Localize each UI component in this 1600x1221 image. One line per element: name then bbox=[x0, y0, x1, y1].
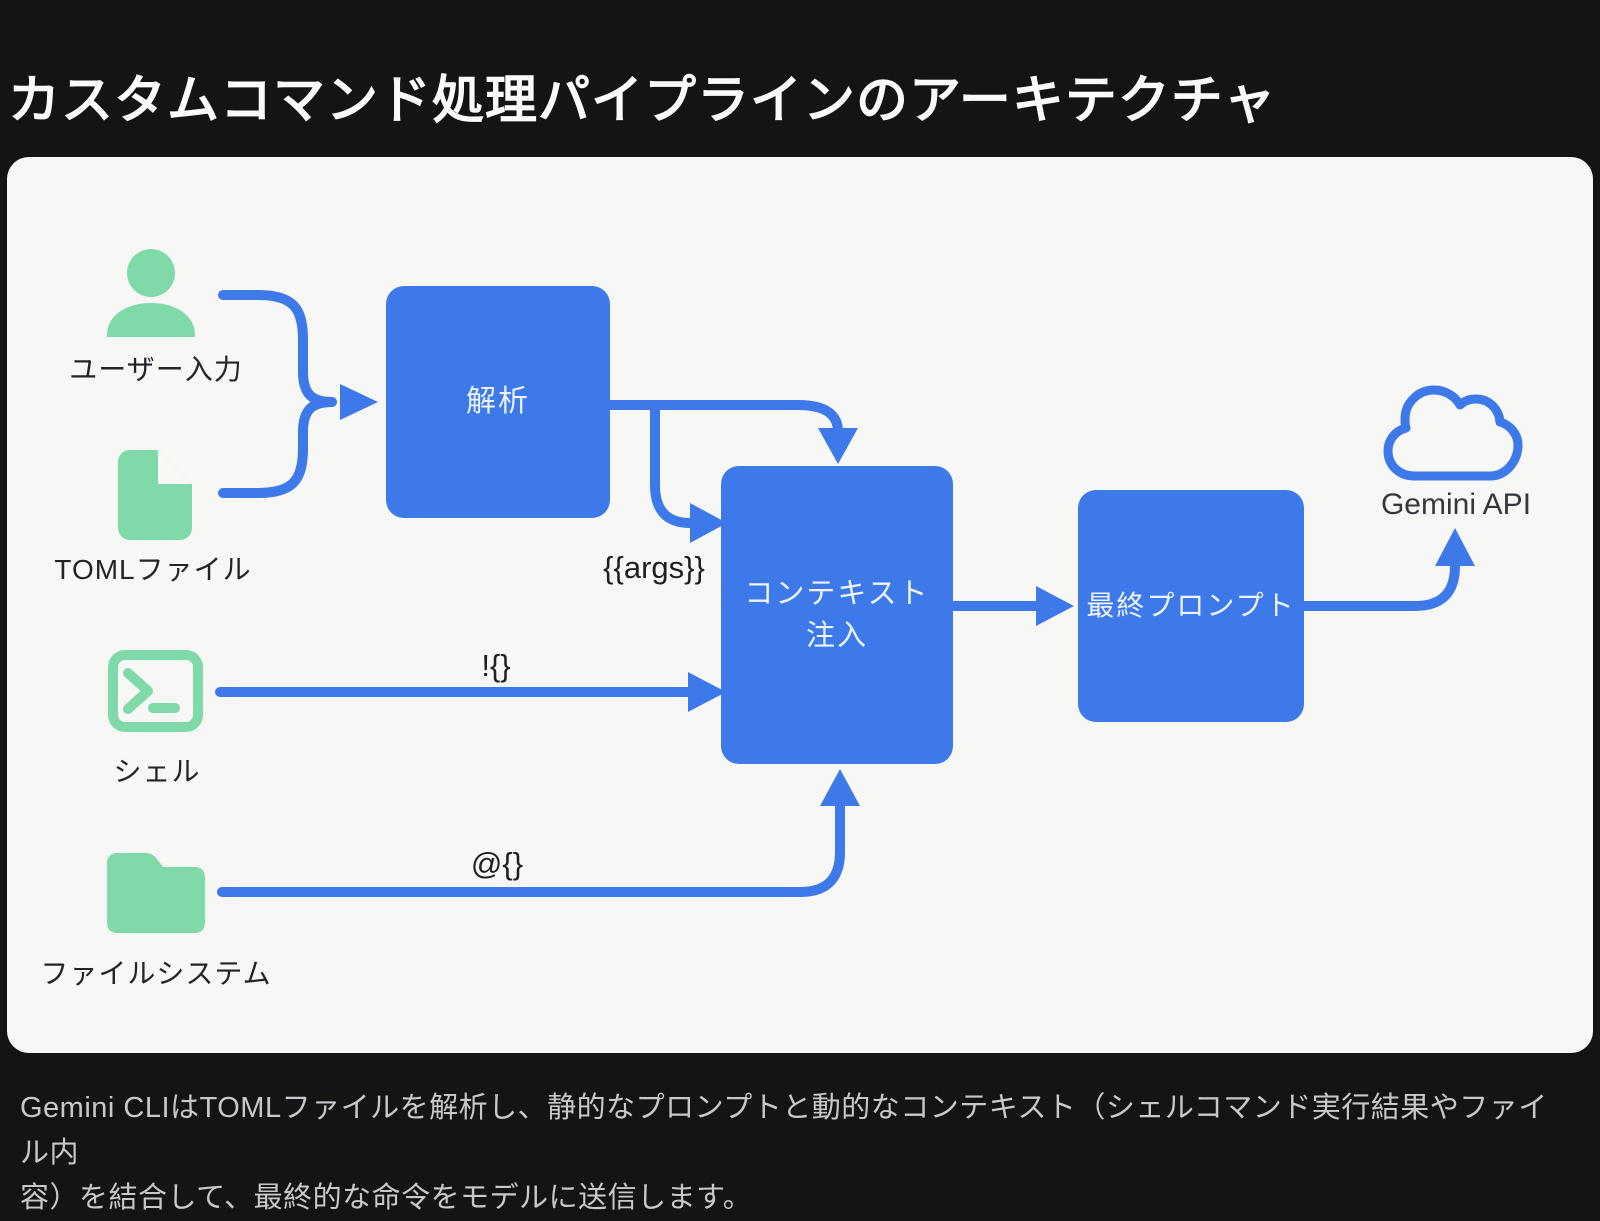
page-title: カスタムコマンド処理パイプラインのアーキテクチャ bbox=[8, 72, 1277, 130]
label-gemini-api: Gemini API bbox=[1380, 488, 1532, 521]
node-context-injection: コンテキスト 注入 bbox=[721, 466, 953, 764]
edge-label-filesystem-syntax: @{} bbox=[470, 846, 524, 881]
caption-line-1: Gemini CLIはTOMLファイルを解析し、静的なプロンプトと動的なコンテキ… bbox=[20, 1092, 1548, 1169]
node-final-prompt: 最終プロンプト bbox=[1078, 490, 1304, 722]
caption-line-2: 容）を結合して、最終的な命令をモデルに送信します。 bbox=[20, 1182, 753, 1214]
label-toml-file: TOMLファイル bbox=[54, 554, 252, 585]
node-parse-label: 解析 bbox=[466, 385, 530, 418]
caption: Gemini CLIはTOMLファイルを解析し、静的なプロンプトと動的なコンテキ… bbox=[20, 1086, 1565, 1221]
node-final-label: 最終プロンプト bbox=[1086, 590, 1296, 621]
edge-label-shell-syntax: !{} bbox=[481, 648, 511, 683]
label-user-input: ユーザー入力 bbox=[69, 354, 243, 385]
node-context-label-line1: コンテキスト bbox=[744, 578, 930, 610]
node-context-label-line2: 注入 bbox=[805, 620, 868, 652]
node-parse: 解析 bbox=[386, 286, 610, 518]
label-filesystem: ファイルシステム bbox=[40, 958, 272, 989]
label-shell: シェル bbox=[113, 756, 201, 787]
edge-label-args: {{args}} bbox=[603, 550, 705, 585]
